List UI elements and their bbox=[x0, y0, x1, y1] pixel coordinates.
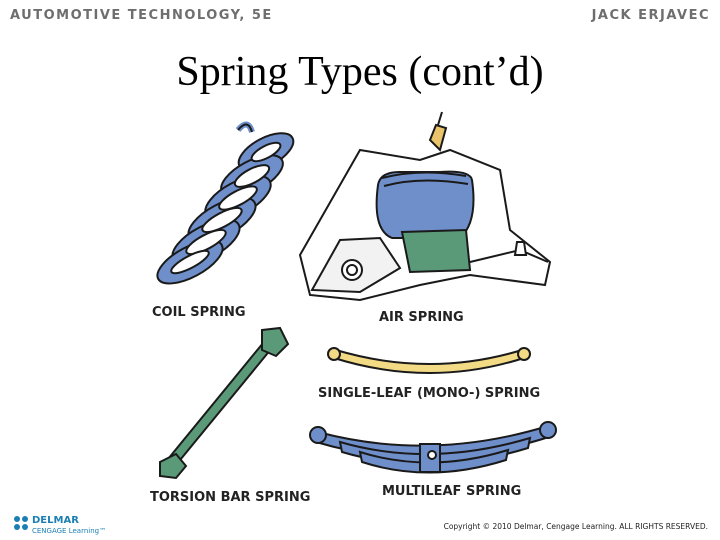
torsion-bar-spring-label: TORSION BAR SPRING bbox=[150, 490, 311, 505]
single-leaf-spring-label: SINGLE-LEAF (MONO-) SPRING bbox=[318, 386, 541, 401]
delmar-logo-icon bbox=[14, 516, 28, 530]
torsion-bar-image bbox=[159, 326, 290, 480]
book-title: AUTOMOTIVE TECHNOLOGY, 5E bbox=[10, 8, 273, 23]
coil-spring-image bbox=[156, 121, 295, 285]
coil-spring-label: COIL SPRING bbox=[152, 305, 246, 320]
logo-name: DELMAR bbox=[32, 515, 79, 526]
logo-subtitle: CENGAGE Learning™ bbox=[32, 527, 107, 535]
copyright-notice: Copyright © 2010 Delmar, Cengage Learnin… bbox=[443, 522, 708, 531]
author-name: JACK ERJAVEC bbox=[591, 8, 710, 23]
air-spring-label: AIR SPRING bbox=[379, 310, 464, 325]
air-spring-image bbox=[298, 111, 552, 302]
multileaf-spring-image bbox=[309, 421, 557, 474]
single-leaf-spring-image bbox=[327, 347, 531, 374]
slide-title: Spring Types (cont’d) bbox=[176, 49, 544, 95]
multileaf-spring-label: MULTILEAF SPRING bbox=[382, 484, 522, 499]
